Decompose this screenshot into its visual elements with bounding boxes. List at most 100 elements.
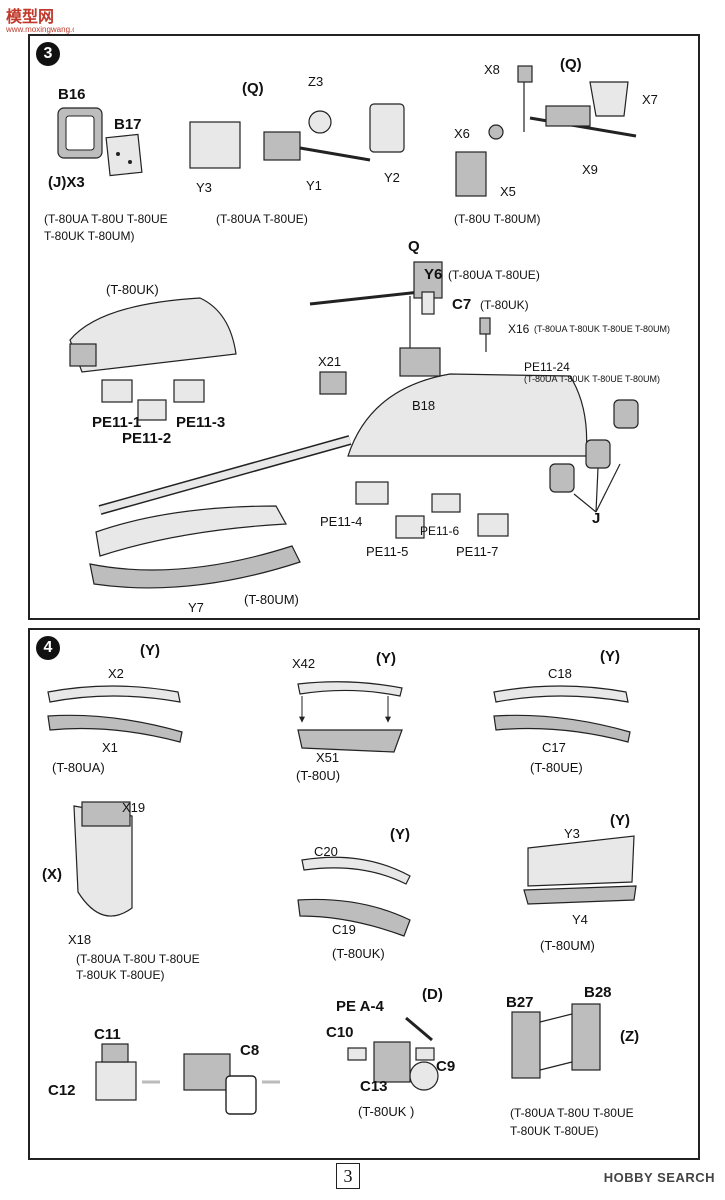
part-x9-gun [545,105,591,127]
label-c7: C7 [452,296,472,313]
label-x1: X1 [102,740,118,755]
site-logo: 模型网 www.moxingwang.com [4,4,74,34]
part-x1 [47,714,183,743]
logo-site: www.moxingwang.com [5,25,74,34]
label-x42: X42 [292,656,316,671]
part-y3b [527,835,635,887]
part-z3 [308,110,332,134]
label-x2: X2 [108,666,124,681]
label-pe11-4: PE11-4 [320,514,363,529]
label-pe1124-variants: (T-80UA T-80UK T-80UE T-80UM) [524,374,661,384]
part-y2 [369,103,405,153]
part-c17 [493,714,631,743]
label-variants-b: (T-80UA T-80UE) [216,212,308,226]
label-y3: Y3 [564,826,580,841]
label-q2: (Q) [560,56,582,73]
part-x18 [73,805,133,917]
label-y7: Y7 [188,600,204,615]
pe11-1-plate [101,379,133,403]
part-y4 [523,885,637,905]
label-y-b: (Y) [376,650,396,667]
label-c12: C12 [48,1082,76,1099]
label-b16: B16 [58,86,86,103]
part-x51 [297,729,403,753]
label-b27: B27 [506,994,534,1011]
logo-text: 模型网 [6,7,54,26]
label-y3: Y3 [196,180,212,195]
part-y1-mount [263,131,301,161]
part-c7 [479,317,491,335]
label-y-a: (Y) [140,642,160,659]
label-c20: C20 [314,844,338,859]
commander-cupola [399,347,441,377]
label-t80u: (T-80U) [296,768,341,783]
part-c8-box [183,1053,231,1091]
part-b28 [571,1003,601,1071]
label-y1: Y1 [306,178,322,193]
label-c13: C13 [360,1078,388,1095]
part-c9 [415,1047,435,1061]
part-x19 [81,801,131,827]
part-c19 [297,898,411,937]
t80um-upper-skirt [95,505,287,557]
label-jx3: (J)X3 [48,174,85,191]
part-c10-frame [373,1041,411,1083]
label-var-x1: (T-80UA T-80U T-80UE [76,952,200,966]
label-b17: B17 [114,116,142,133]
label-x18: X18 [68,932,92,947]
label-x8: X8 [484,62,500,77]
step-4-drawing [47,681,637,1115]
label-q: Q [408,238,420,255]
label-c17: C17 [542,740,566,755]
label-t80uk-b: (T-80UK ) [358,1104,415,1119]
part-pe-a4 [405,1016,433,1042]
label-q1: (Q) [242,80,264,97]
label-y-c: (Y) [600,648,620,665]
label-t80um: (T-80UM) [540,938,595,953]
t80uk-turret-side [69,297,237,373]
part-c10 [347,1047,367,1061]
part-c11 [101,1043,129,1063]
label-variants-c: (T-80U T-80UM) [454,212,541,226]
label-t80ue: (T-80UE) [530,760,583,775]
site-logo-icon: 模型网 www.moxingwang.com [5,7,74,34]
label-pe11-6: PE11-6 [420,524,460,538]
label-c9: C9 [436,1058,456,1075]
part-j-1 [613,399,639,429]
part-y7 [89,545,301,589]
label-pe11-5: PE11-5 [366,544,409,559]
label-pe1124: PE11-24 [524,360,570,374]
label-c11: C11 [94,1026,121,1043]
label-z3: Z3 [308,74,324,89]
part-x8 [517,65,533,83]
part-c8 [225,1075,257,1115]
pe11-7-plate [477,513,509,537]
label-x-paren: (X) [42,866,62,883]
label-y-e: (Y) [610,812,630,829]
pe11-3-plate [173,379,205,403]
pe11-5-plate [395,515,425,539]
pe11-2-plate [137,399,167,421]
label-pe11-1: PE11-1 [92,414,142,431]
label-j: J [592,510,601,527]
label-pe11-2: PE11-2 [122,430,172,447]
part-c20 [301,856,411,885]
label-d: (D) [422,986,443,1003]
label-pe-a4: PE A-4 [336,998,384,1015]
label-y-d: (Y) [390,826,410,843]
part-c18 [493,685,629,703]
part-x7 [589,81,629,117]
label-t80ua: (T-80UA) [52,760,105,775]
label-x9: X9 [582,162,598,177]
part-x21 [319,371,347,395]
part-j-2 [585,439,611,469]
part-b17 [105,133,143,177]
label-var-x2: T-80UK T-80UE) [76,968,165,982]
part-j-3 [549,463,575,493]
label-pe11-7: PE11-7 [456,544,499,559]
pe11-4-plate [355,481,389,505]
page-number: 3 [336,1163,360,1189]
label-variants-a2: T-80UK T-80UM) [44,229,135,243]
part-c13 [409,1061,439,1091]
label-c19: C19 [332,922,356,937]
